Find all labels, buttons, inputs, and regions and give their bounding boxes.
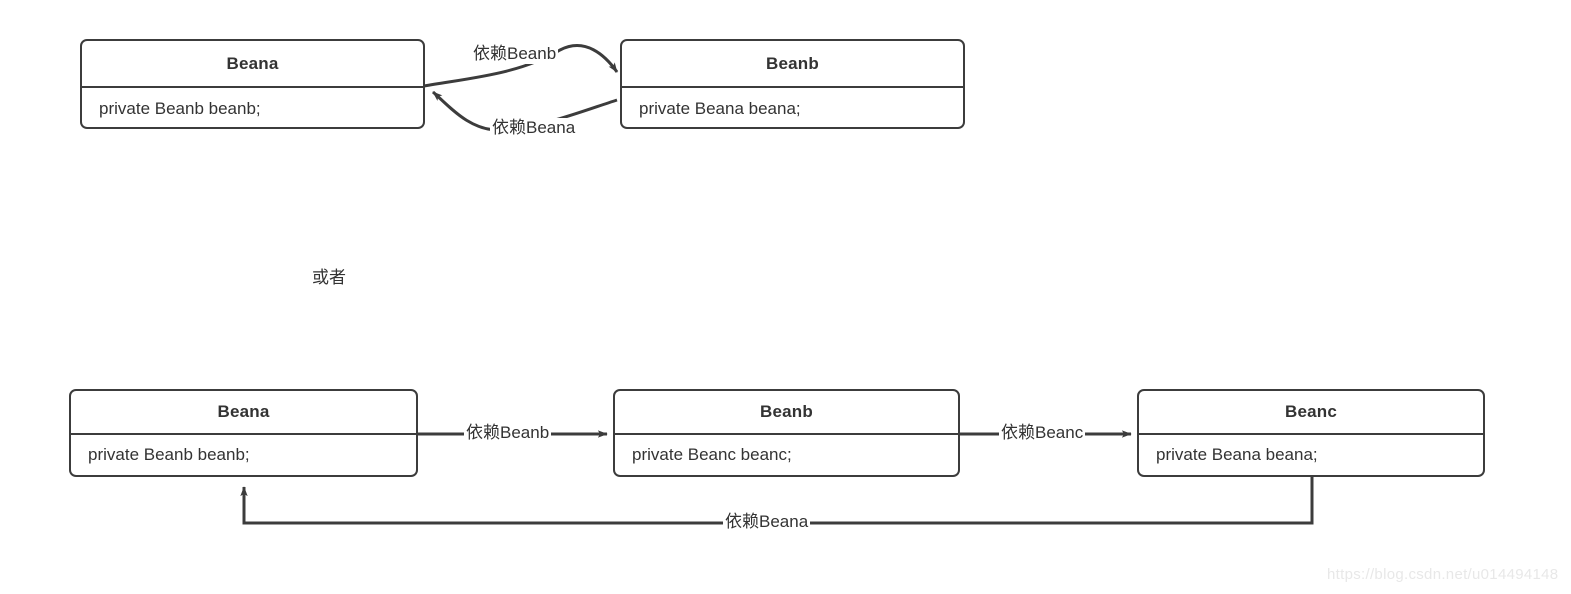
uml-class-title: Beana	[82, 41, 423, 88]
uml-class-field: private Beana beana;	[1156, 445, 1318, 464]
uml-class-field: private Beana beana;	[639, 98, 801, 118]
uml-class-box-top-beana[interactable]: Beana private Beanb beanb;	[80, 39, 425, 129]
uml-class-title: Beana	[71, 391, 416, 435]
watermark-text: https://blog.csdn.net/u014494148	[1327, 566, 1559, 583]
uml-class-title: Beanb	[615, 391, 958, 435]
uml-class-box-bottom-beanb[interactable]: Beanb private Beanc beanc;	[613, 389, 960, 477]
uml-class-title: Beanb	[622, 41, 963, 88]
edge-label-bottom-depends-beanc: 依赖Beanc	[999, 423, 1086, 443]
uml-class-box-bottom-beanc[interactable]: Beanc private Beana beana;	[1137, 389, 1485, 477]
edge-label-bottom-depends-beana: 依赖Beana	[723, 512, 811, 532]
uml-class-field: private Beanc beanc;	[632, 445, 792, 464]
uml-class-title: Beanc	[1139, 391, 1483, 435]
note-or-text: 或者	[312, 268, 346, 287]
edge-label-top-depends-beanb: 依赖Beanb	[471, 44, 559, 64]
edge-label-top-depends-beana: 依赖Beana	[490, 118, 578, 138]
uml-class-box-top-beanb[interactable]: Beanb private Beana beana;	[620, 39, 965, 129]
uml-class-box-bottom-beana[interactable]: Beana private Beanb beanb;	[69, 389, 418, 477]
uml-class-field: private Beanb beanb;	[88, 445, 250, 464]
edge-label-bottom-depends-beanb: 依赖Beanb	[464, 423, 552, 443]
uml-class-field: private Beanb beanb;	[99, 98, 261, 118]
